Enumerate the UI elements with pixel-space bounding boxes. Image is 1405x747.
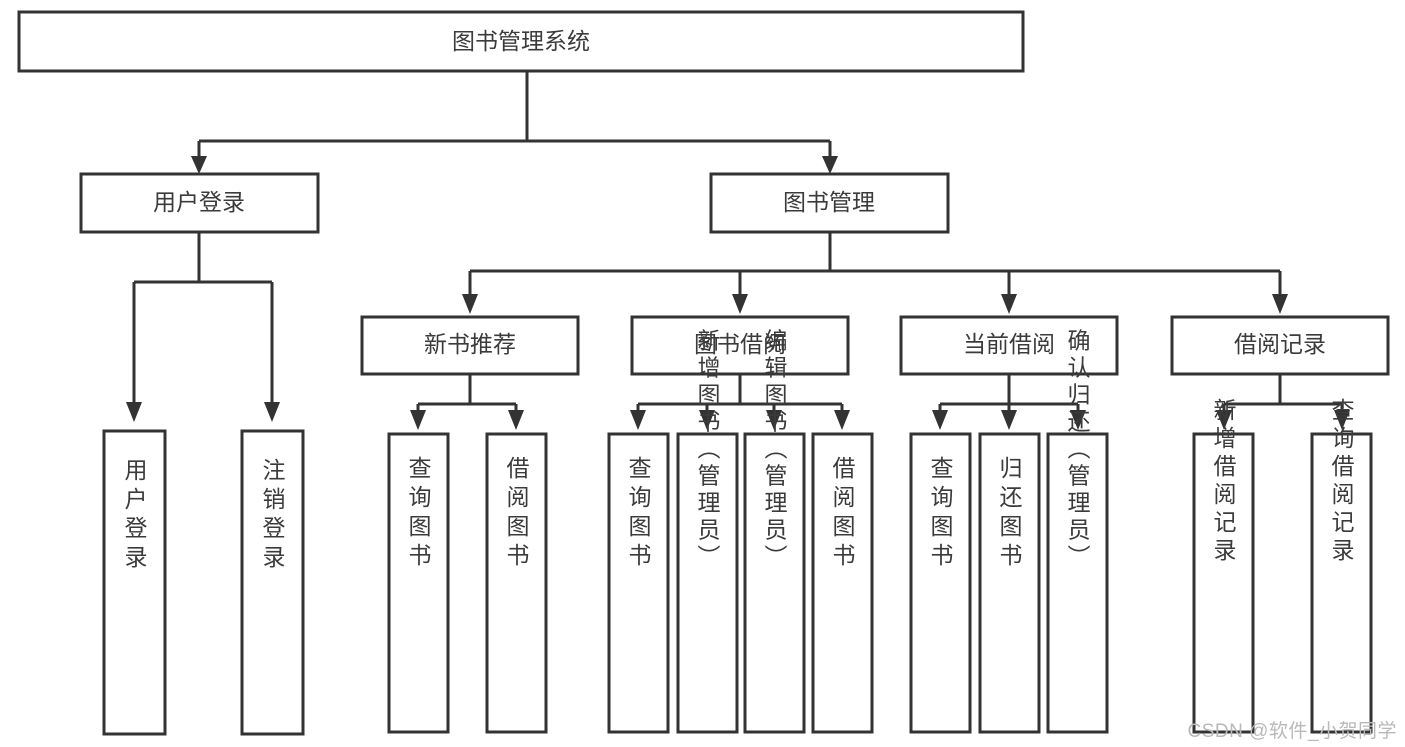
node-root-system[interactable]: 图书管理系统 bbox=[17, 10, 1025, 73]
node-borrow-records-box bbox=[1170, 315, 1390, 376]
node-leaf-user-login[interactable]: 用户登录 bbox=[102, 429, 167, 736]
node-current-borrow-box bbox=[899, 315, 1119, 376]
node-leaf-query-book-2[interactable]: 查询图书 bbox=[607, 432, 670, 734]
edge-group-book-mgmt bbox=[462, 232, 1288, 314]
arrowhead-new-books-to-leaf1 bbox=[410, 410, 426, 430]
node-leaf-query-book-3[interactable]: 查询图书 bbox=[909, 432, 972, 734]
node-new-book-recommend-label: 新书推荐 bbox=[424, 331, 516, 357]
arrowhead-current-to-leaf3 bbox=[1070, 410, 1086, 430]
node-leaf-confirm-return-admin-box bbox=[1046, 432, 1109, 734]
node-leaf-borrow-book-2[interactable]: 借阅图书 bbox=[811, 432, 874, 734]
node-leaf-add-book-admin-label: 新增图书（管理员） bbox=[694, 329, 721, 572]
node-leaf-return-book-label: 归还图书 bbox=[996, 456, 1023, 572]
node-leaf-borrow-book-1[interactable]: 借阅图书 bbox=[485, 432, 548, 734]
arrowhead-borrow-to-leaf1 bbox=[630, 410, 646, 430]
node-book-borrow-box bbox=[630, 315, 850, 376]
arrowhead-book-mgmt-to-borrow bbox=[732, 294, 748, 314]
node-leaf-user-login-box bbox=[102, 429, 167, 736]
arrowhead-new-books-to-leaf2 bbox=[508, 410, 524, 430]
node-new-book-recommend[interactable]: 新书推荐 bbox=[360, 315, 580, 376]
node-root-system-box bbox=[17, 10, 1025, 73]
node-leaf-logout-box bbox=[240, 429, 305, 736]
node-leaf-query-borrow-record-label: 查询借阅记录 bbox=[1328, 398, 1355, 566]
node-leaf-query-borrow-record-box bbox=[1310, 432, 1373, 734]
arrowhead-book-mgmt-to-current bbox=[1001, 294, 1017, 314]
arrowhead-book-mgmt-to-new-books bbox=[462, 294, 478, 314]
arrowhead-current-to-leaf2 bbox=[1001, 410, 1017, 430]
node-leaf-query-borrow-record[interactable]: 查询借阅记录 bbox=[1310, 398, 1373, 734]
arrowhead-records-to-leaf2 bbox=[1334, 410, 1350, 430]
edge-group-current bbox=[932, 374, 1086, 430]
node-book-borrow[interactable]: 图书借阅 bbox=[630, 315, 850, 376]
node-leaf-return-book-box bbox=[978, 432, 1041, 734]
arrowhead-root-to-user-login bbox=[191, 156, 207, 174]
node-leaf-query-book-3-label: 查询图书 bbox=[927, 456, 954, 572]
node-leaf-query-book-2-label: 查询图书 bbox=[625, 456, 652, 572]
arrowhead-records-to-leaf1 bbox=[1216, 410, 1232, 430]
node-user-login-label: 用户登录 bbox=[153, 189, 245, 215]
node-leaf-edit-book-admin-label: 编辑图书（管理员） bbox=[761, 329, 788, 572]
node-leaf-query-book-1-label: 查询图书 bbox=[405, 456, 432, 572]
node-user-login[interactable]: 用户登录 bbox=[79, 172, 320, 234]
edge-group-records bbox=[1216, 374, 1350, 430]
node-leaf-edit-book-admin[interactable]: 编辑图书（管理员） bbox=[743, 329, 806, 734]
edge-group-user-login bbox=[126, 232, 280, 422]
arrowhead-borrow-to-leaf3 bbox=[766, 410, 782, 430]
node-book-management[interactable]: 图书管理 bbox=[709, 172, 950, 234]
arrowhead-user-login-to-leaf2 bbox=[264, 402, 280, 422]
node-root-system-label: 图书管理系统 bbox=[452, 28, 590, 54]
node-book-borrow-label: 图书借阅 bbox=[694, 331, 786, 357]
node-leaf-query-book-1[interactable]: 查询图书 bbox=[387, 432, 450, 734]
node-current-borrow[interactable]: 当前借阅 bbox=[899, 315, 1119, 376]
arrowhead-borrow-to-leaf2 bbox=[699, 410, 715, 430]
arrowhead-book-mgmt-to-records bbox=[1272, 294, 1288, 314]
node-leaf-confirm-return-admin[interactable]: 确认归还（管理员） bbox=[1046, 329, 1109, 734]
node-leaf-add-book-admin[interactable]: 新增图书（管理员） bbox=[676, 329, 739, 734]
node-leaf-edit-book-admin-box bbox=[743, 432, 806, 734]
arrowhead-root-to-book-mgmt bbox=[822, 156, 838, 174]
node-new-book-recommend-box bbox=[360, 315, 580, 376]
node-leaf-query-book-1-box bbox=[387, 432, 450, 734]
node-leaf-logout[interactable]: 注销登录 bbox=[240, 429, 305, 736]
node-leaf-add-borrow-record-label: 新增借阅记录 bbox=[1210, 398, 1237, 566]
edge-group-new-books bbox=[410, 374, 524, 430]
edge-group-borrow bbox=[630, 374, 850, 430]
node-leaf-borrow-book-2-label: 借阅图书 bbox=[829, 456, 856, 572]
arrowhead-current-to-leaf1 bbox=[932, 410, 948, 430]
node-leaf-add-borrow-record-box bbox=[1192, 432, 1255, 734]
arrowhead-borrow-to-leaf4 bbox=[834, 410, 850, 430]
node-leaf-borrow-book-2-box bbox=[811, 432, 874, 734]
node-borrow-records-label: 借阅记录 bbox=[1234, 331, 1326, 357]
node-leaf-query-book-2-box bbox=[607, 432, 670, 734]
node-leaf-user-login-label: 用户登录 bbox=[121, 458, 148, 574]
node-user-login-box bbox=[79, 172, 320, 234]
node-leaf-query-book-3-box bbox=[909, 432, 972, 734]
node-leaf-return-book[interactable]: 归还图书 bbox=[978, 432, 1041, 734]
node-borrow-records[interactable]: 借阅记录 bbox=[1170, 315, 1390, 376]
node-leaf-borrow-book-1-box bbox=[485, 432, 548, 734]
node-leaf-confirm-return-admin-label: 确认归还（管理员） bbox=[1064, 329, 1091, 572]
node-book-management-label: 图书管理 bbox=[783, 189, 875, 215]
node-leaf-add-book-admin-box bbox=[676, 432, 739, 734]
arrowhead-user-login-to-leaf1 bbox=[126, 402, 142, 422]
node-book-management-box bbox=[709, 172, 950, 234]
node-leaf-add-borrow-record[interactable]: 新增借阅记录 bbox=[1192, 398, 1255, 734]
node-leaf-logout-label: 注销登录 bbox=[259, 458, 286, 574]
node-current-borrow-label: 当前借阅 bbox=[963, 331, 1055, 357]
edge-group-root bbox=[191, 71, 838, 174]
node-leaf-borrow-book-1-label: 借阅图书 bbox=[503, 456, 530, 572]
